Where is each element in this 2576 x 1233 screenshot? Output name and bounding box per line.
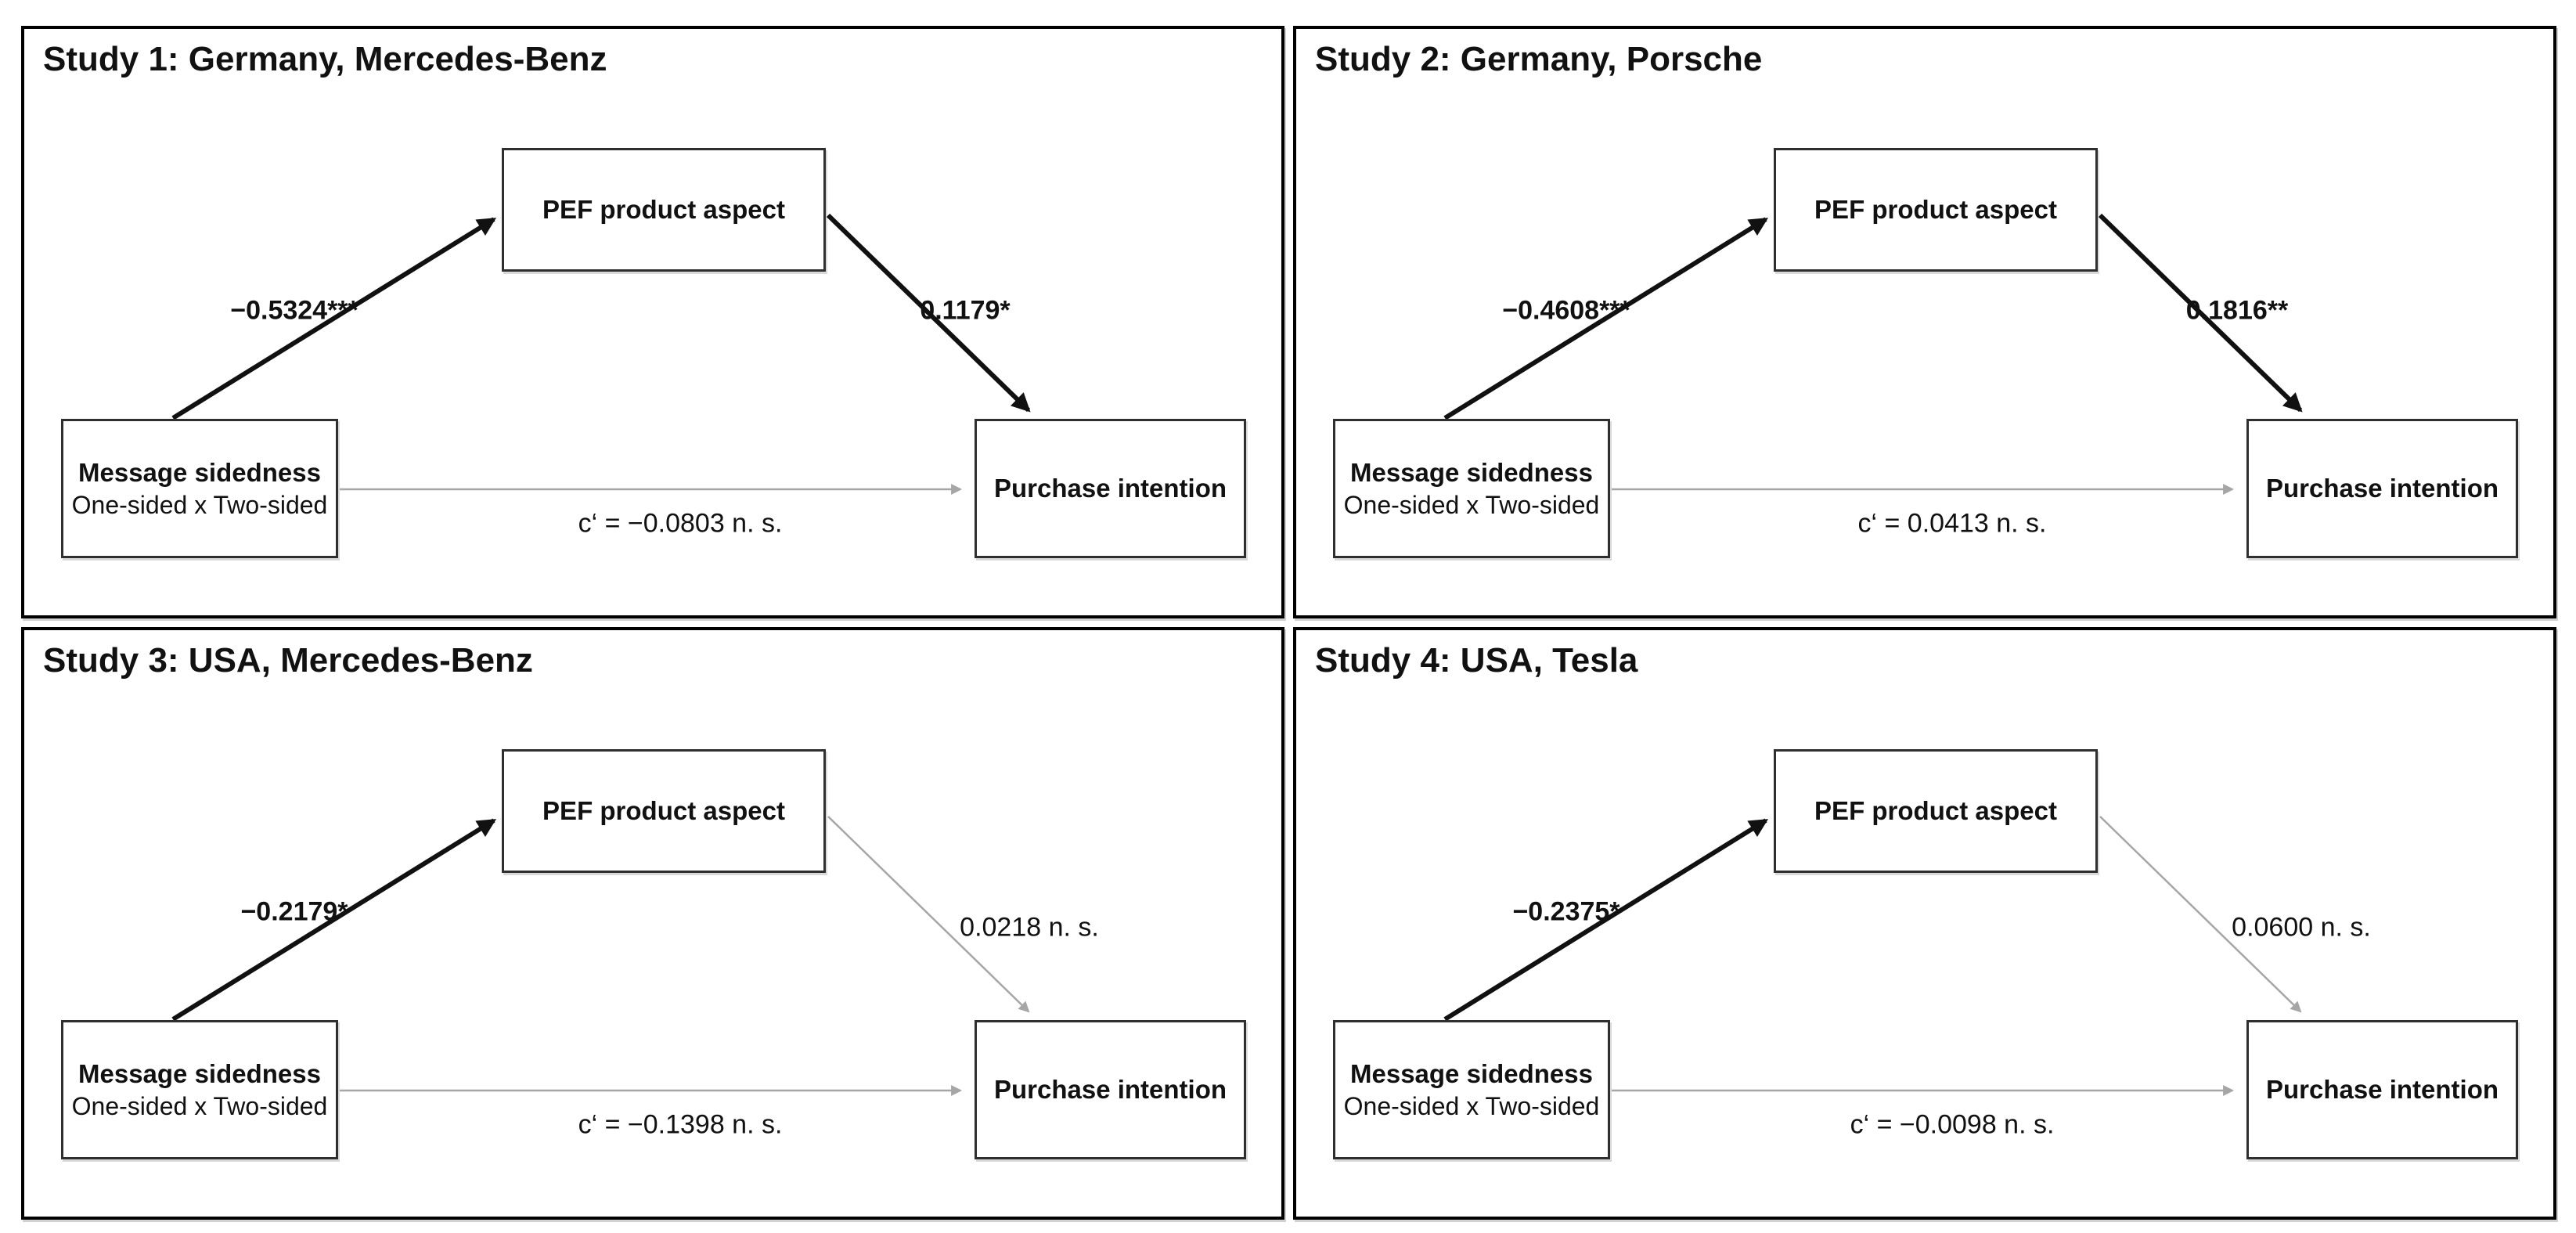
panel-title: Study 2: Germany, Porsche — [1315, 40, 1763, 78]
outcome-label: Purchase intention — [2265, 1075, 2499, 1105]
path-b-coefficient: 0.0218 n. s. — [960, 912, 1099, 943]
panel-title: Study 4: USA, Tesla — [1315, 641, 1638, 680]
path-a-arrow — [1443, 818, 1769, 1022]
panel-study-3: Study 3: USA, Mercedes-Benz PEF product … — [21, 627, 1284, 1220]
outcome-box: Purchase intention — [975, 419, 1246, 558]
path-c-coefficient: c‘ = −0.0803 n. s. — [578, 508, 783, 539]
path-arrows — [1443, 213, 2303, 495]
outcome-box: Purchase intention — [2246, 1020, 2518, 1159]
predictor-label: Message sidedness — [1350, 1059, 1593, 1089]
path-b-arrow — [2099, 816, 2302, 1013]
outcome-box: Purchase intention — [2246, 419, 2518, 558]
path-a-coefficient: −0.5324*** — [230, 295, 358, 326]
predictor-box: Message sidedness One-sided x Two-sided — [61, 1020, 338, 1159]
path-b-coefficient: 0.1816** — [2185, 295, 2289, 326]
predictor-box: Message sidedness One-sided x Two-sided — [1333, 419, 1610, 558]
panel-title: Study 3: USA, Mercedes-Benz — [43, 641, 533, 680]
outcome-box: Purchase intention — [975, 1020, 1246, 1159]
path-b-coefficient: 0.0600 n. s. — [2232, 912, 2371, 943]
path-arrows — [1443, 816, 2302, 1096]
predictor-box: Message sidedness One-sided x Two-sided — [1333, 1020, 1610, 1159]
predictor-sublabel: One-sided x Two-sided — [1343, 490, 1600, 519]
outcome-label: Purchase intention — [993, 1075, 1227, 1105]
path-c-coefficient: c‘ = −0.0098 n. s. — [1850, 1109, 2055, 1140]
path-c-coefficient: c‘ = −0.1398 n. s. — [578, 1109, 783, 1140]
path-arrows — [171, 816, 1030, 1096]
predictor-sublabel: One-sided x Two-sided — [1343, 1091, 1600, 1120]
path-a-coefficient: −0.4608*** — [1502, 295, 1630, 326]
panel-study-2: Study 2: Germany, Porsche PEF product as… — [1293, 26, 2556, 618]
path-a-arrow — [171, 818, 497, 1022]
panel-study-1: Study 1: Germany, Mercedes-Benz PEF prod… — [21, 26, 1284, 618]
predictor-sublabel: One-sided x Two-sided — [71, 1091, 328, 1120]
predictor-sublabel: One-sided x Two-sided — [71, 490, 328, 519]
path-b-arrow — [826, 213, 1031, 413]
path-arrows — [171, 213, 1031, 495]
path-a-arrow — [171, 217, 497, 420]
mediator-box: PEF product aspect — [502, 749, 826, 873]
path-a-coefficient: −0.2375* — [1512, 896, 1620, 927]
predictor-box: Message sidedness One-sided x Two-sided — [61, 419, 338, 558]
path-a-coefficient: −0.2179* — [240, 896, 348, 927]
mediator-label: PEF product aspect — [542, 195, 785, 225]
outcome-label: Purchase intention — [2265, 474, 2499, 503]
mediator-label: PEF product aspect — [1814, 195, 2057, 225]
outcome-label: Purchase intention — [993, 474, 1227, 503]
path-b-coefficient: 0.1179* — [920, 295, 1011, 326]
panel-title: Study 1: Germany, Mercedes-Benz — [43, 40, 607, 78]
path-b-arrow — [827, 816, 1030, 1013]
mediator-label: PEF product aspect — [1814, 796, 2057, 826]
predictor-label: Message sidedness — [1350, 458, 1593, 488]
predictor-label: Message sidedness — [78, 458, 321, 488]
mediator-box: PEF product aspect — [1774, 148, 2098, 272]
path-c-coefficient: c‘ = 0.0413 n. s. — [1857, 508, 2047, 539]
predictor-label: Message sidedness — [78, 1059, 321, 1089]
mediator-box: PEF product aspect — [1774, 749, 2098, 873]
mediator-box: PEF product aspect — [502, 148, 826, 272]
path-b-arrow — [2098, 213, 2303, 413]
panel-study-4: Study 4: USA, Tesla PEF product aspect M… — [1293, 627, 2556, 1220]
mediator-label: PEF product aspect — [542, 796, 785, 826]
path-a-arrow — [1443, 217, 1769, 420]
